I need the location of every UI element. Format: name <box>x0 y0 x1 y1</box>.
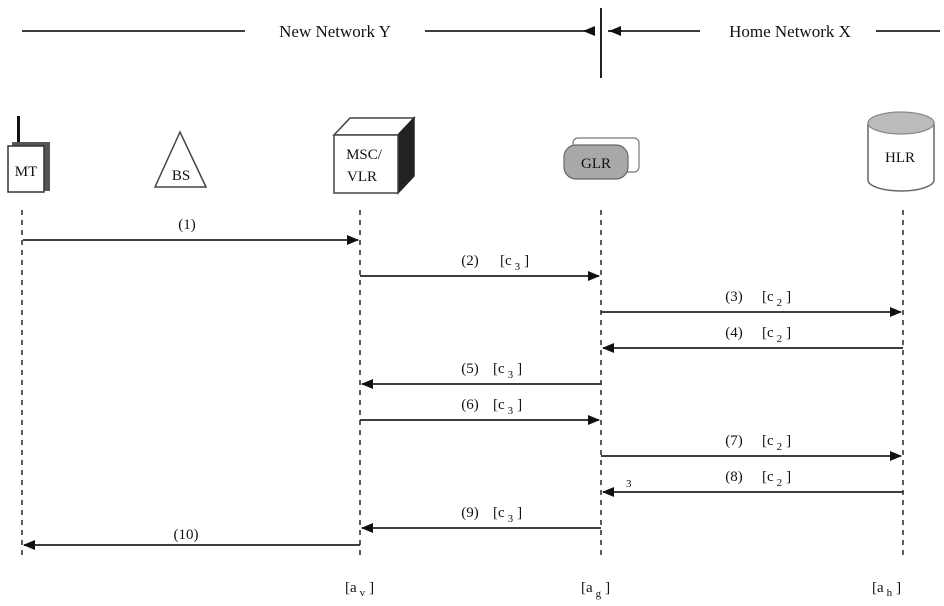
message-9-cost-sub: 3 <box>508 513 514 525</box>
message-3-cost-sub: 2 <box>777 297 783 309</box>
message-10: (10) <box>23 527 360 550</box>
glr-label: GLR <box>581 156 611 172</box>
message-7-cost-base: c <box>767 433 774 449</box>
bs-label: BS <box>172 168 190 184</box>
msc-front-face <box>333 134 399 194</box>
message-8-cost-sub: 2 <box>777 477 783 489</box>
stray-mark: 3 <box>626 478 632 490</box>
message-2-cost-base: c <box>505 253 512 269</box>
message-6-cost-sub: 3 <box>508 405 514 417</box>
node-mt: MT <box>7 116 50 193</box>
home-network-label: Home Network X <box>729 22 851 41</box>
message-7-cost-sub: 2 <box>777 441 783 453</box>
footer-av-sub: v <box>360 587 366 599</box>
message-5-label: (5) <box>461 361 479 377</box>
message-5-cost-base: c <box>498 361 505 377</box>
message-6-label: (6) <box>461 397 479 413</box>
message-4-cost-close: ] <box>786 325 791 341</box>
message-5-cost-sub: 3 <box>508 369 514 381</box>
mt-antenna <box>17 116 20 146</box>
message-5-cost-close: ] <box>517 361 522 377</box>
node-glr: GLR <box>563 137 640 180</box>
footer-ag-base: a <box>586 580 593 596</box>
message-4-cost-sub: 2 <box>777 333 783 345</box>
mt-body <box>7 145 45 193</box>
footer-av-close: ] <box>369 580 374 596</box>
hlr-cylinder-top <box>867 111 935 135</box>
message-4-cost-base: c <box>767 325 774 341</box>
message-8-label: (8) <box>725 469 743 485</box>
node-hlr: HLR <box>867 111 935 192</box>
message-3-cost-close: ] <box>786 289 791 305</box>
message-3-cost-base: c <box>767 289 774 305</box>
message-8-cost-close: ] <box>786 469 791 485</box>
msc-label-line2: VLR <box>347 169 377 185</box>
message-1: (1) <box>23 217 359 245</box>
msc-label-line1: MSC/ <box>346 147 383 163</box>
footer-ah-base: a <box>877 580 884 596</box>
message-9-cost-close: ] <box>517 505 522 521</box>
footer-ag-sub: g <box>596 588 602 600</box>
footer-ag-close: ] <box>605 580 610 596</box>
message-9-cost-base: c <box>498 505 505 521</box>
message-1-label: (1) <box>178 217 196 233</box>
message-8-cost-base: c <box>767 469 774 485</box>
bs-triangle <box>153 130 208 188</box>
message-9-label: (9) <box>461 505 479 521</box>
message-4-label: (4) <box>725 325 743 341</box>
message-2-cost-sub: 3 <box>515 261 521 273</box>
message-6-cost-close: ] <box>517 397 522 413</box>
mt-label: MT <box>15 164 38 180</box>
node-bs: BS <box>153 130 208 188</box>
footer-ah-close: ] <box>896 580 901 596</box>
message-10-label: (10) <box>174 527 199 543</box>
footer-ah-sub: h <box>887 587 893 599</box>
hlr-label: HLR <box>885 150 915 166</box>
hlr-cylinder-body <box>867 123 935 192</box>
glr-body <box>563 144 629 180</box>
message-2-cost-close: ] <box>524 253 529 269</box>
node-msc-vlr: MSC/ VLR <box>332 116 416 195</box>
message-7-label: (7) <box>725 433 743 449</box>
message-3-label: (3) <box>725 289 743 305</box>
message-6-cost-base: c <box>498 397 505 413</box>
message-2-label: (2) <box>461 253 479 269</box>
footer-av-base: a <box>350 580 357 596</box>
new-network-label: New Network Y <box>279 22 391 41</box>
region-header: New Network Y Home Network X <box>22 8 940 78</box>
message-7-cost-close: ] <box>786 433 791 449</box>
